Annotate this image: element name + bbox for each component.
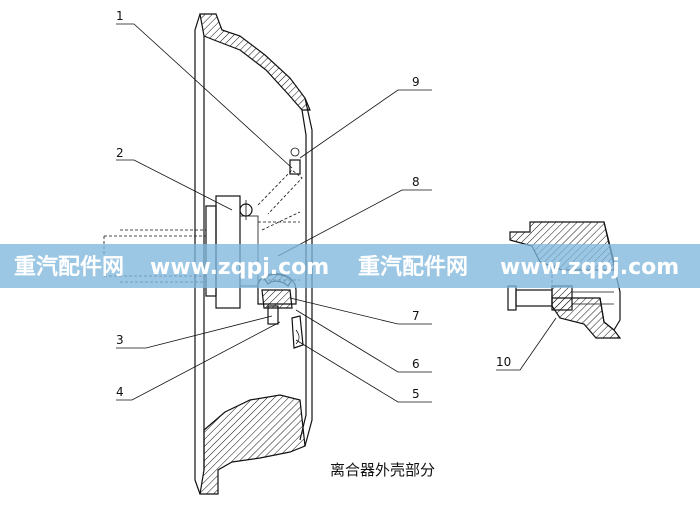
callout-labels: 1 2 3 4 5 6 7 8 9 10 (116, 9, 511, 401)
callout-6: 6 (412, 357, 420, 371)
watermark-band: 重汽配件网 www.zqpj.com 重汽配件网 www.zqpj.com (0, 244, 700, 288)
leader-lines (116, 23, 557, 403)
callout-9: 9 (412, 75, 420, 89)
callout-1: 1 (116, 9, 124, 23)
callout-4: 4 (116, 385, 124, 399)
callout-8: 8 (412, 175, 420, 189)
callout-7: 7 (412, 309, 420, 323)
release-shaft-assembly (103, 147, 303, 325)
drawing-caption: 离合器外壳部分 (330, 461, 435, 479)
callout-3: 3 (116, 333, 124, 347)
watermark-text-3: 重汽配件网 (358, 254, 468, 280)
callout-10: 10 (496, 355, 511, 369)
watermark-text-1: 重汽配件网 (14, 254, 124, 280)
watermark-text-4: www.zqpj.com (500, 255, 679, 280)
callout-2: 2 (116, 146, 124, 160)
watermark-text-2: www.zqpj.com (150, 255, 329, 280)
callout-5: 5 (412, 387, 420, 401)
